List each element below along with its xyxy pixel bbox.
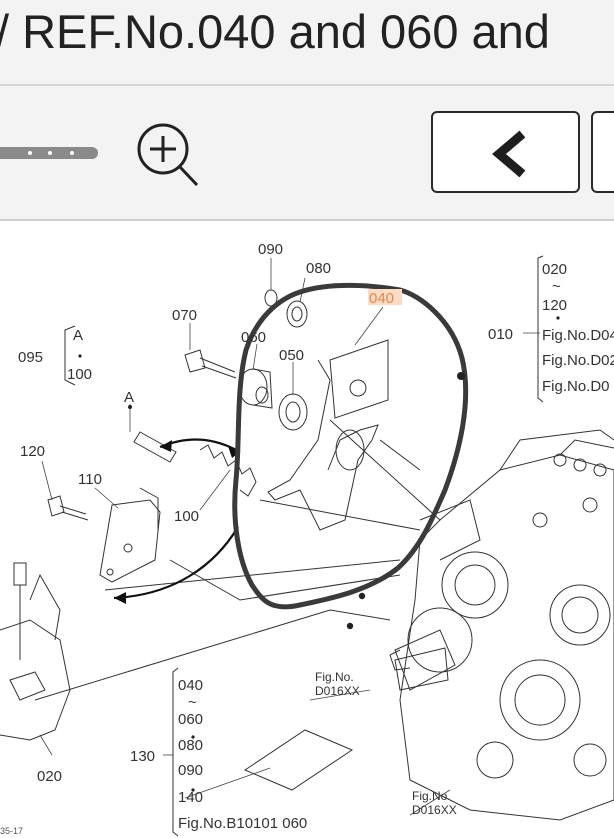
callout-080: 080: [306, 260, 331, 277]
previous-page-button[interactable]: [431, 111, 580, 193]
callout-090: 090: [258, 241, 283, 258]
zoom-slider[interactable]: [0, 147, 98, 159]
page-header: / REF.No.040 and 060 and: [0, 0, 614, 86]
page-title: / REF.No.040 and 060 and: [0, 5, 550, 58]
callout-020: 020: [37, 768, 62, 785]
callout-120: 120: [20, 443, 45, 460]
fig-ref-d016-1: D016XX: [315, 684, 360, 698]
zoom-in-icon: [137, 123, 199, 187]
tilde-top: ~: [552, 278, 561, 295]
callout-120-top: 120: [542, 297, 567, 314]
viewer-toolbar: [0, 86, 614, 221]
callout-040: 040: [369, 290, 394, 307]
callout-A: A: [124, 389, 134, 406]
callout-110: 110: [78, 471, 102, 488]
fig-ref-d016-2: D016XX: [412, 803, 457, 817]
tilde-bottom: ~: [188, 694, 197, 711]
callout-020-top: 020: [542, 261, 567, 278]
callout-130: 130: [130, 748, 155, 765]
callout-040-b: 040: [178, 677, 203, 694]
fig-ref-b10101: Fig.No.B10101 060: [178, 815, 307, 832]
fig-ref-3: Fig.No.D0: [542, 378, 610, 395]
parts-diagram: 090 080 040 070 060 050 095 A 100 A 120 …: [0, 221, 614, 838]
highlight-040: [368, 289, 402, 305]
fig-ref-d016-label-2: Fig.No.: [412, 789, 451, 803]
callout-060: 060: [241, 329, 266, 346]
fig-ref-1: Fig.No.D04: [542, 327, 614, 344]
fig-ref-d016-label-1: Fig.No.: [315, 670, 354, 684]
callout-060-b: 060: [178, 711, 203, 728]
callout-010: 010: [488, 326, 513, 343]
hand-drawn-annotation: [232, 282, 469, 610]
next-page-button[interactable]: [591, 111, 614, 193]
exploded-parts-drawing: 090 080 040 070 060 050 095 A 100 A 120 …: [0, 241, 614, 837]
callout-080-b: 080: [178, 737, 203, 754]
callout-050: 050: [279, 347, 304, 364]
callout-100: 100: [174, 508, 199, 525]
callout-A-ref: A: [73, 327, 83, 344]
callout-140: 140: [178, 789, 203, 806]
fig-ref-2: Fig.No.D02: [542, 352, 614, 369]
chevron-left-icon: [492, 130, 526, 178]
page-reference: 35-17: [0, 826, 23, 836]
zoom-in-button[interactable]: [134, 122, 200, 188]
callout-070: 070: [172, 307, 197, 324]
callout-090-b: 090: [178, 762, 203, 779]
callout-095: 095: [18, 349, 43, 366]
callout-100-ref: 100: [67, 366, 92, 383]
